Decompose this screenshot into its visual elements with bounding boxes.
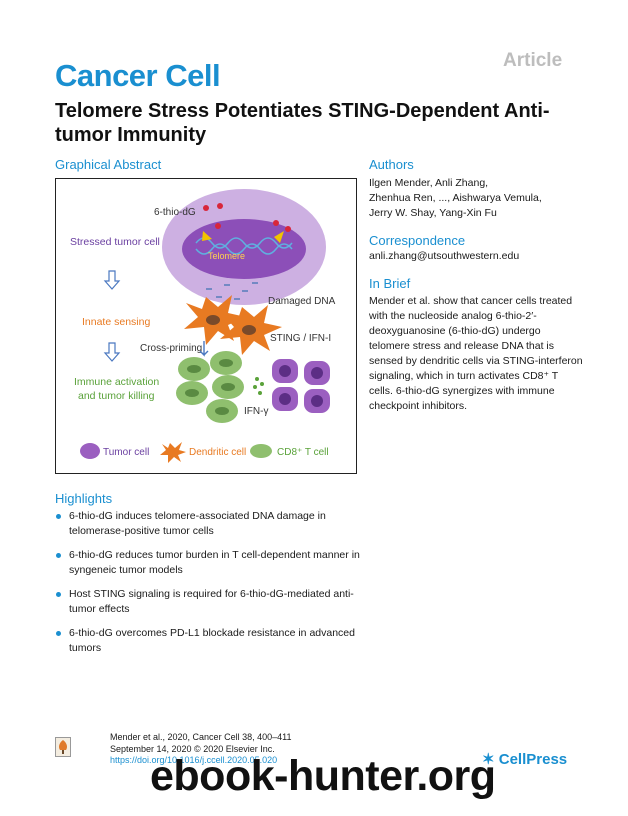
legend-tcell-icon — [250, 444, 272, 458]
telomere-label: Telomere — [208, 251, 245, 261]
authors-heading: Authors — [369, 157, 414, 172]
highlight-item: Host STING signaling is required for 6-t… — [55, 587, 365, 617]
cellpress-logo-icon: ✶ — [482, 751, 495, 768]
ifn-gamma-label: IFN-γ — [244, 406, 268, 417]
watermark-text: ebook-hunter.org — [150, 752, 496, 800]
drug-molecule — [203, 205, 209, 211]
down-arrow-icon — [103, 342, 121, 362]
authors-line: Jerry W. Shay, Yang-Xin Fu — [369, 207, 497, 219]
damaged-dna-fragments — [206, 282, 258, 300]
ifn-dots — [253, 377, 264, 395]
citation-date: September 14, 2020 © 2020 Elsevier Inc. — [110, 743, 275, 754]
highlight-item: 6-thio-dG induces telomere-associated DN… — [55, 509, 365, 539]
dendritic-nucleus — [242, 325, 256, 335]
innate-sensing-label: Innate sensing — [82, 316, 150, 328]
sting-label: STING / IFN-I — [270, 333, 331, 344]
legend-dendritic-icon — [160, 442, 186, 463]
stressed-tumor-label: Stressed tumor cell — [70, 236, 160, 248]
legend-dendritic-label: Dendritic cell — [189, 447, 246, 458]
doi-link[interactable]: https://doi.org/10.1016/j.ccell.2020.05.… — [110, 755, 278, 765]
drug-molecule — [285, 226, 291, 232]
in-brief-text: Mender et al. show that cancer cells tre… — [369, 295, 583, 412]
elsevier-logo-icon — [55, 737, 71, 757]
drug-molecule — [217, 203, 223, 209]
drug-molecule — [273, 220, 279, 226]
in-brief-heading: In Brief — [369, 276, 411, 291]
graphical-abstract-heading: Graphical Abstract — [55, 157, 162, 172]
article-title: Telomere Stress Potentiates STING-Depend… — [55, 100, 550, 146]
tumor-cell-cluster — [272, 359, 330, 413]
dna-strand-2 — [195, 243, 293, 255]
drug-molecule — [215, 223, 221, 229]
cross-priming-label: Cross-priming — [140, 343, 202, 354]
dna-strand — [195, 237, 293, 249]
cross-priming-arrow-icon — [199, 341, 209, 357]
citation-line: Mender et al., 2020, Cancer Cell 38, 400… — [110, 732, 292, 742]
article-type-label: Article — [503, 50, 563, 71]
legend-tumor-icon — [80, 443, 100, 459]
cellpress-wordmark: CellPress — [498, 751, 568, 768]
telomere-marker-right — [274, 231, 284, 243]
citation-block: Mender et al., 2020, Cancer Cell 38, 400… — [110, 732, 291, 767]
dendritic-nucleus — [206, 315, 220, 325]
graphical-abstract-diagram: 6-thio-dG Telomere Stressed tumor cell D… — [70, 189, 336, 463]
journal-name: Cancer Cell — [55, 58, 221, 93]
highlights-list: 6-thio-dG induces telomere-associated DN… — [55, 509, 365, 665]
authors-list: Ilgen Mender, Anli Zhang, Zhenhua Ren, .… — [369, 176, 589, 221]
graphical-abstract-figure: 6-thio-dG Telomere Stressed tumor cell D… — [55, 178, 357, 474]
highlights-heading: Highlights — [55, 491, 113, 506]
correspondence-heading: Correspondence — [369, 233, 466, 248]
legend-tumor-label: Tumor cell — [103, 447, 149, 458]
t-cell-cluster — [176, 351, 244, 423]
legend-tcell-label: CD8⁺ T cell — [277, 447, 329, 458]
authors-line: Ilgen Mender, Anli Zhang, — [369, 177, 489, 189]
drug-label: 6-thio-dG — [154, 207, 196, 218]
cellpress-logo: ✶ CellPress — [482, 750, 567, 768]
tumor-killing-label: and tumor killing — [78, 390, 155, 402]
highlight-item: 6-thio-dG overcomes PD-L1 blockade resis… — [55, 626, 365, 656]
correspondence-email[interactable]: anli.zhang@utsouthwestern.edu — [369, 250, 520, 262]
immune-activation-label: Immune activation — [74, 376, 159, 388]
authors-line: Zhenhua Ren, ..., Aishwarya Vemula, — [369, 192, 542, 204]
telomere-marker-left — [202, 231, 212, 241]
damaged-dna-label: Damaged DNA — [268, 296, 336, 307]
down-arrow-icon — [103, 270, 121, 290]
highlight-item: 6-thio-dG reduces tumor burden in T cell… — [55, 548, 365, 578]
